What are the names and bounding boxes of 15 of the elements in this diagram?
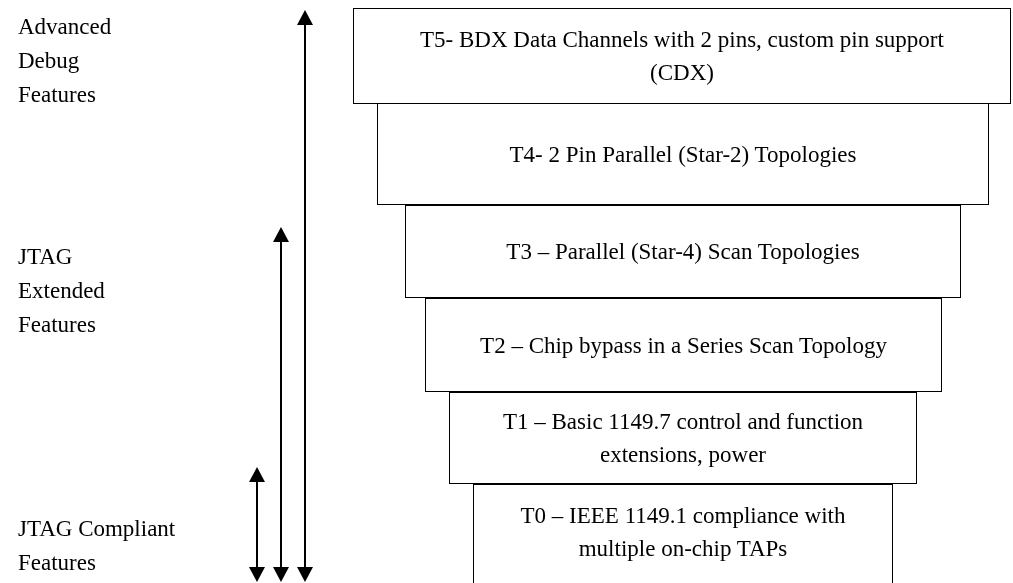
feature-label: Advanced Debug Features: [18, 13, 113, 109]
tier-text: T1 – Basic 1149.7 control and function extensions, power: [501, 408, 865, 469]
tier-text: T0 – IEEE 1149.1 compliance with multiple on-chip TAPs: [519, 502, 847, 563]
tier-box: [405, 205, 961, 298]
tier-box: [353, 8, 1011, 104]
tier-box: [449, 392, 917, 484]
tier-box: [425, 298, 942, 392]
feature-label: JTAG Compliant Features: [18, 515, 177, 577]
tier-box: [473, 484, 893, 583]
tier-text: T4- 2 Pin Parallel (Star-2) Topologies: [509, 140, 857, 169]
tier-text: T2 – Chip bypass in a Series Scan Topology: [480, 331, 887, 360]
feature-label: JTAG Extended Features: [18, 243, 106, 339]
tier-text: T5- BDX Data Channels with 2 pins, custom pin support (CDX): [419, 26, 945, 87]
tier-box: [377, 103, 989, 205]
tier-text: T3 – Parallel (Star-4) Scan Topologies: [506, 238, 860, 266]
